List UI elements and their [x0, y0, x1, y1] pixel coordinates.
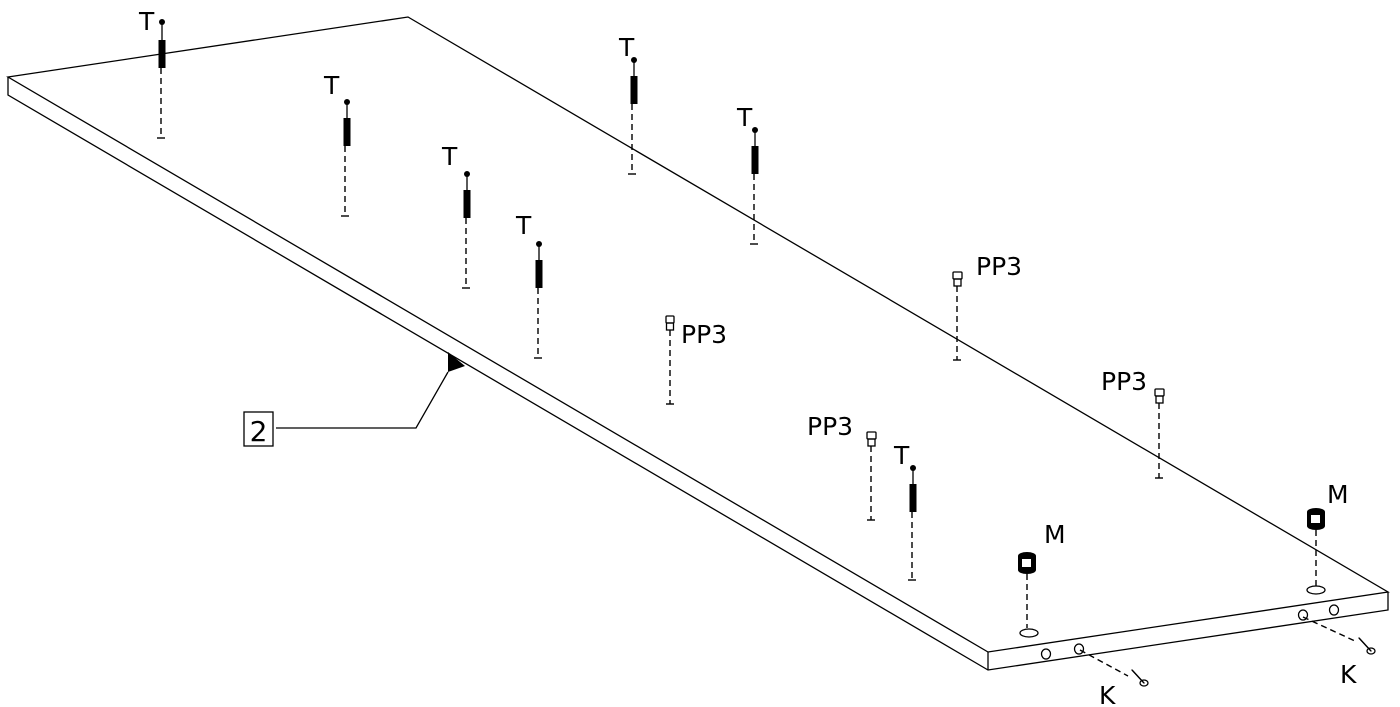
fitting-PP3-4: PP3 [807, 412, 877, 521]
panel-board [6, 16, 1390, 671]
label-M: M [1327, 480, 1349, 509]
fitting-M-1: M [1018, 520, 1066, 638]
fitting-T-1: T [138, 7, 166, 139]
fitting-T-3: T [441, 142, 471, 289]
edge-hole [1040, 648, 1052, 660]
fitting-PP3-1: PP3 [665, 315, 727, 405]
label-PP3: PP3 [976, 252, 1022, 281]
callout-arrow-marker [448, 352, 465, 372]
fitting-K-1: K [1079, 649, 1149, 707]
fitting-PP3-3: PP3 [1101, 367, 1165, 479]
fitting-M-2: M [1306, 480, 1349, 595]
label-T: T [441, 142, 458, 171]
label-PP3: PP3 [681, 320, 727, 349]
fitting-PP3-2: PP3 [952, 252, 1022, 361]
fitting-T-5: T [618, 33, 638, 175]
label-T: T [618, 33, 635, 62]
edge-hole [1073, 643, 1085, 655]
fitting-T-2: T [323, 71, 351, 217]
fitting-K-2: K [1302, 616, 1376, 689]
label-K: K [1340, 660, 1357, 689]
label-T: T [893, 441, 910, 470]
label-T: T [736, 103, 753, 132]
label-T: T [515, 211, 532, 240]
label-T: T [138, 7, 155, 36]
label-T: T [323, 71, 340, 100]
fitting-T-4: T [515, 211, 543, 359]
fitting-T-7: T [893, 441, 917, 581]
fitting-T-6: T [736, 103, 759, 245]
callout-2: 2 [243, 352, 465, 448]
label-PP3: PP3 [1101, 367, 1147, 396]
edge-hole [1328, 604, 1340, 616]
label-M: M [1044, 520, 1066, 549]
label-K: K [1099, 681, 1116, 707]
edge-hole [1297, 609, 1309, 621]
label-PP3: PP3 [807, 412, 853, 441]
callout-number: 2 [250, 415, 268, 448]
